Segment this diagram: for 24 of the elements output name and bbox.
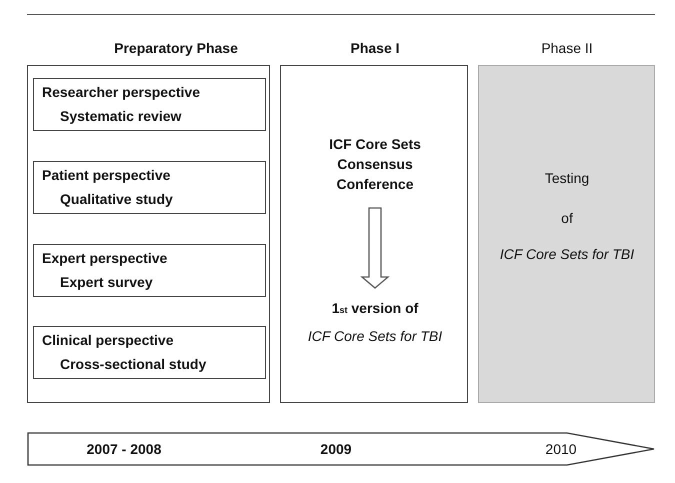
box-text: Cross-sectional study	[60, 356, 206, 372]
year-label: 2010	[545, 441, 577, 457]
box-heading: Expert perspective	[42, 250, 168, 266]
box-text: Expert survey	[60, 274, 153, 290]
box-heading: Patient perspective	[42, 167, 170, 183]
box-heading: Clinical perspective	[42, 332, 174, 348]
column-heading: Phase II	[541, 40, 593, 56]
perspective-box	[33, 326, 266, 379]
perspective-box	[33, 78, 266, 131]
box-text: ICF Core Sets for TBI	[500, 246, 634, 262]
column-heading: Phase I	[350, 40, 400, 56]
column-heading: Preparatory Phase	[114, 40, 238, 56]
perspective-box	[33, 161, 266, 214]
timeline-arrow	[27, 432, 655, 466]
box-text: Qualitative study	[60, 191, 173, 207]
year-label: 2009	[320, 441, 352, 457]
year-label: 2007 - 2008	[86, 441, 162, 457]
box-heading: Researcher perspective	[42, 84, 200, 100]
box-text: of	[561, 210, 573, 226]
block-arrow	[360, 207, 390, 289]
conference-text: ICF Core Sets Consensus Conference	[328, 135, 422, 194]
box-text: Testing	[544, 170, 590, 186]
box-text: Systematic review	[60, 108, 182, 124]
perspective-box	[33, 244, 266, 297]
